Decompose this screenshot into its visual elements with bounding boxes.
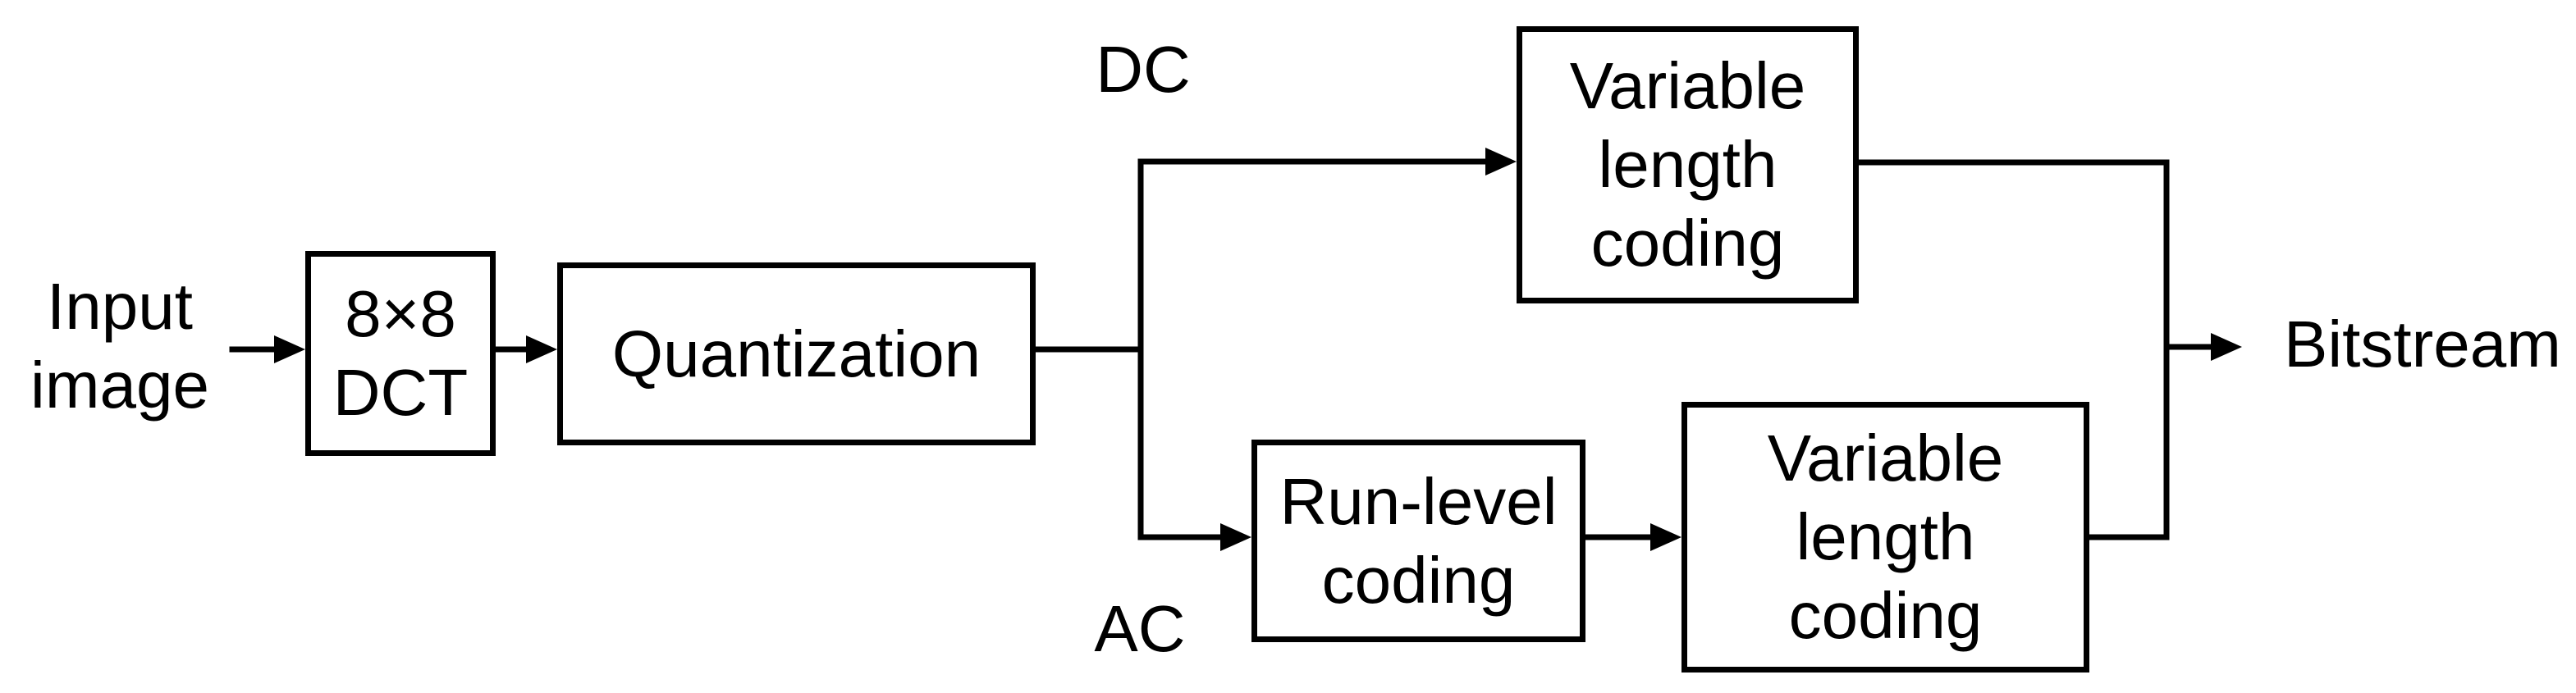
- variable-length-coding-ac-block: Variable length coding: [1681, 402, 2089, 672]
- arrowhead-dct-to-quantization: [526, 335, 557, 363]
- vlc-dc-line3: coding: [1590, 207, 1785, 280]
- vlc-ac-line1: Variable: [1767, 422, 2004, 495]
- ac-branch-label-text: AC: [1094, 592, 1186, 665]
- quantization-block: Quantization: [557, 262, 1036, 445]
- quantization-block-label: Quantization: [611, 317, 981, 390]
- bitstream-label: Bitstream: [2284, 305, 2561, 384]
- dc-branch-label: DC: [1061, 30, 1225, 109]
- dct-block-line2: DCT: [332, 356, 469, 429]
- vlc-ac-line2: length: [1796, 500, 1975, 573]
- vlc-dc-line2: length: [1598, 128, 1778, 201]
- run-level-line2: coding: [1321, 543, 1516, 617]
- dct-block: 8×8 DCT: [305, 251, 496, 456]
- arrowhead-input-to-dct: [274, 335, 305, 363]
- dct-block-line1: 8×8: [345, 277, 456, 350]
- input-image-label-line2: image: [30, 349, 209, 422]
- arrowhead-merge-to-bitstream: [2211, 333, 2242, 361]
- run-level-line1: Run-level: [1279, 464, 1558, 538]
- vlc-dc-line1: Variable: [1569, 49, 1806, 122]
- run-level-coding-block: Run-level coding: [1251, 440, 1585, 642]
- arrowhead-ac-to-runlevel: [1220, 523, 1251, 551]
- ac-branch-label: AC: [1058, 590, 1222, 668]
- arrowhead-dc-to-vlc: [1485, 148, 1517, 176]
- arrowhead-runlevel-to-vlc: [1650, 523, 1681, 551]
- bitstream-label-text: Bitstream: [2284, 308, 2561, 381]
- dc-branch-label-text: DC: [1096, 33, 1191, 106]
- variable-length-coding-dc-block: Variable length coding: [1517, 26, 1859, 303]
- connector-quantization-branch-split: [1032, 158, 1490, 540]
- input-image-label: Input image: [0, 267, 240, 425]
- input-image-label-line1: Input: [47, 270, 193, 343]
- vlc-ac-line3: coding: [1788, 579, 1983, 652]
